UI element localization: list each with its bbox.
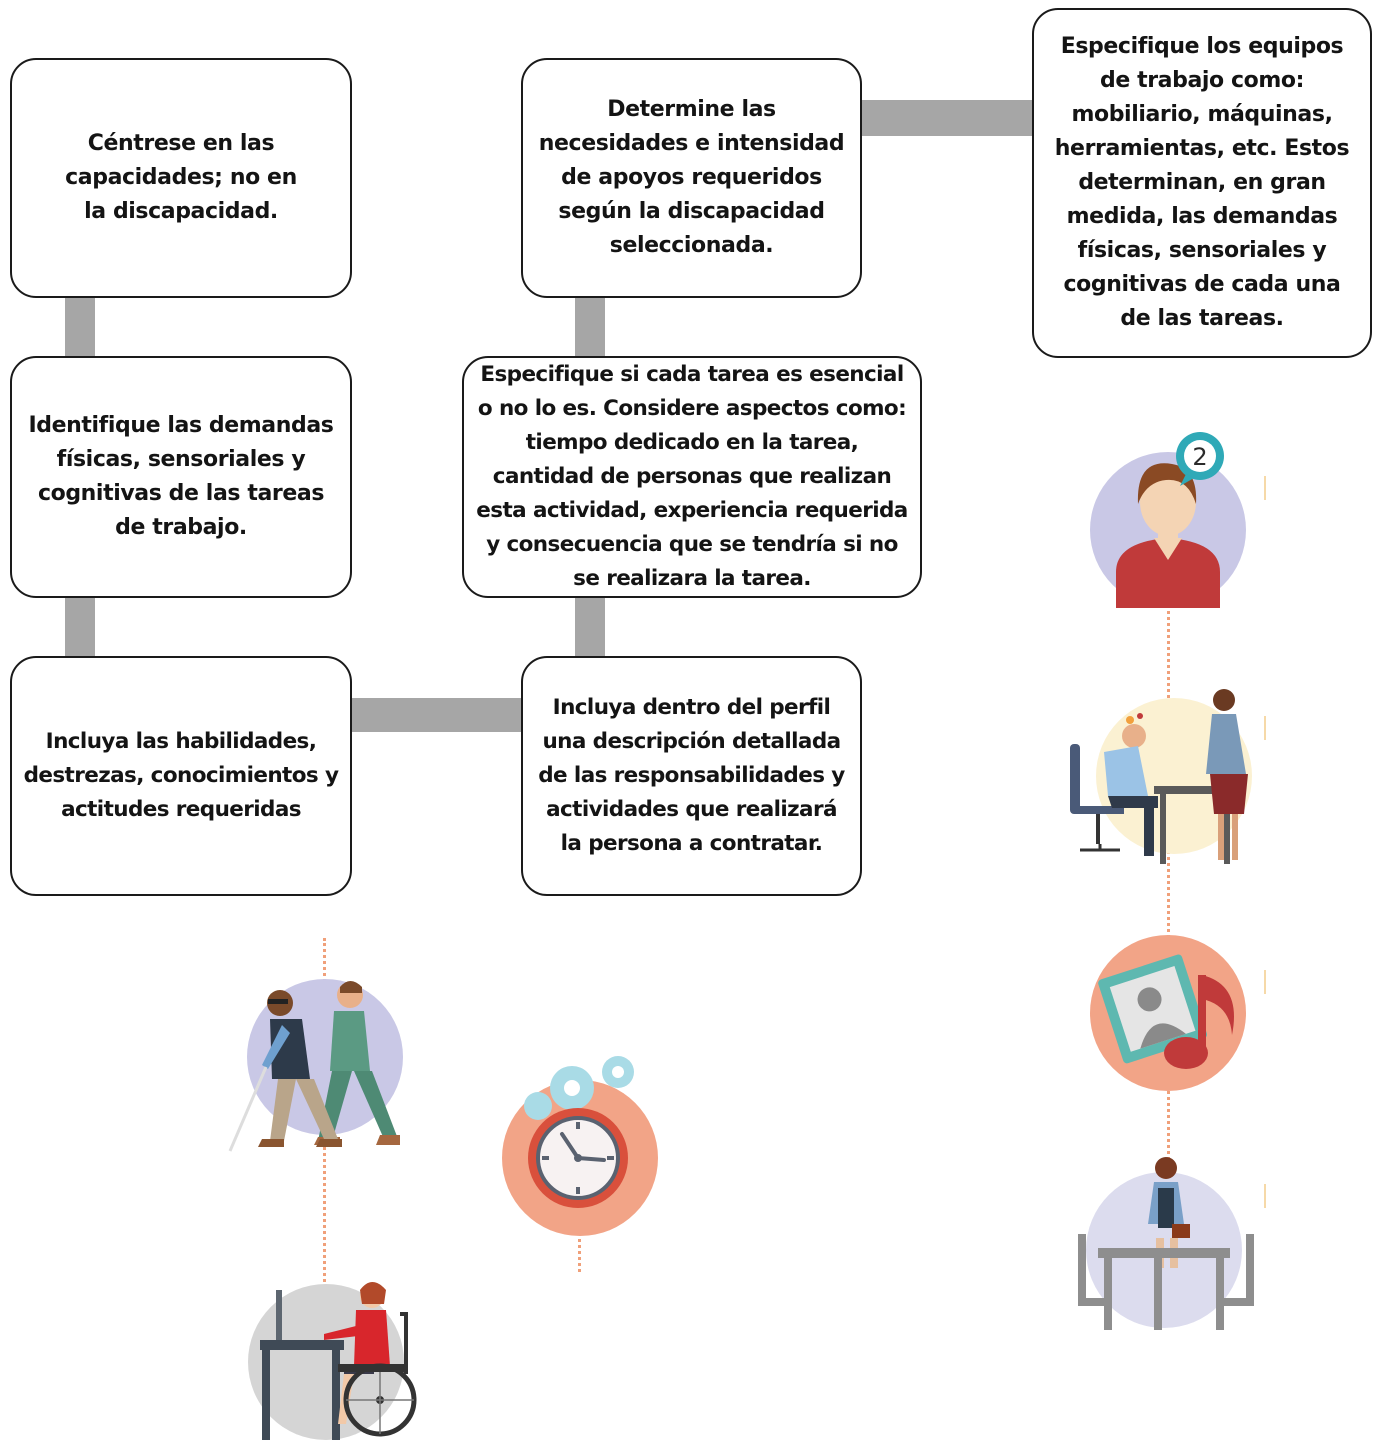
box-necesidades: Determine las necesidades e intensidad d…	[521, 58, 862, 298]
photo-and-music-note-icon	[1090, 935, 1246, 1091]
box-equipos-text: Especifique los equipos de trabajo como:…	[1054, 34, 1350, 331]
avatar-badge-number: 2	[1192, 443, 1207, 471]
stressed-office-worker-icon	[1070, 689, 1252, 864]
tick-mark	[1264, 716, 1266, 740]
connector-capacidades-demandas	[65, 296, 95, 358]
woman-at-meeting-table-icon	[1078, 1157, 1254, 1330]
box-perfil: Incluya dentro del perfil una descripció…	[521, 656, 862, 896]
person-with-cane-assisted-icon	[228, 979, 403, 1152]
box-necesidades-text: Determine las necesidades e intensidad d…	[538, 97, 845, 258]
connector-necesidades-equipos	[860, 100, 1034, 136]
box-habilidades-text: Incluya las habilidades, destrezas, cono…	[23, 729, 339, 822]
tick-mark	[1264, 970, 1266, 994]
connector-habilidades-perfil	[350, 698, 524, 732]
box-esencial-text: Especifique si cada tarea es esencial o …	[476, 362, 908, 591]
dotted-line-right	[1167, 600, 1170, 1160]
wheelchair-user-at-desk-icon	[248, 1282, 417, 1440]
box-habilidades: Incluya las habilidades, destrezas, cono…	[10, 656, 352, 896]
box-capacidades-text: Céntrese en las capacidades; no en la di…	[65, 131, 297, 224]
box-esencial: Especifique si cada tarea es esencial o …	[462, 356, 922, 598]
tick-mark	[1264, 476, 1266, 500]
box-equipos: Especifique los equipos de trabajo como:…	[1032, 8, 1372, 358]
connector-esencial-necesidades	[575, 296, 605, 358]
dotted-line-middle	[578, 1232, 581, 1272]
box-capacidades: Céntrese en las capacidades; no en la di…	[10, 58, 352, 298]
connector-perfil-esencial	[575, 596, 605, 658]
box-perfil-text: Incluya dentro del perfil una descripció…	[538, 695, 845, 856]
user-avatar-icon: 2	[1090, 432, 1246, 608]
connector-demandas-habilidades	[65, 596, 95, 658]
clock-with-gears-icon	[502, 1056, 658, 1236]
tick-mark	[1264, 1184, 1266, 1208]
box-demandas: Identifique las demandas físicas, sensor…	[10, 356, 352, 598]
box-demandas-text: Identifique las demandas físicas, sensor…	[28, 413, 334, 540]
